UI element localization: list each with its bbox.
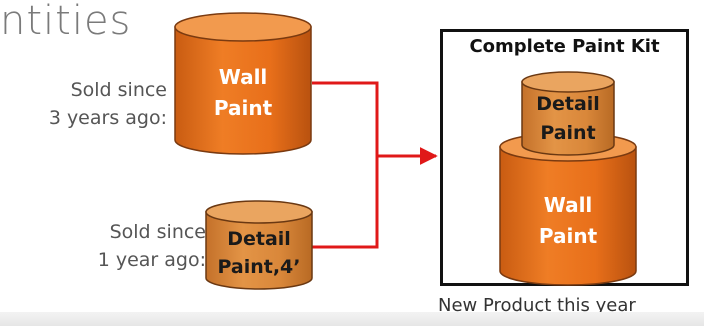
wall-paint-can-label-line1: Wall xyxy=(219,65,268,89)
kit-detail-paint-can: Detail Paint xyxy=(521,71,615,156)
detail-paint-sold-line1: Sold since xyxy=(109,221,206,243)
connector-wall-paint xyxy=(312,81,379,156)
kit-title: Complete Paint Kit xyxy=(469,36,660,57)
kit-wall-paint-label-line1: Wall xyxy=(544,193,593,217)
detail-paint-can: Detail Paint,4’ xyxy=(205,200,313,290)
kit-detail-paint-label-line1: Detail xyxy=(536,93,600,115)
new-product-caption: New Product this year xyxy=(438,295,636,316)
kit-wall-paint-label-line2: Paint xyxy=(539,224,598,248)
kit-detail-paint-label-line2: Paint xyxy=(540,122,595,144)
wall-paint-sold-line2: 3 years ago: xyxy=(48,107,167,129)
detail-paint-can-label-line1: Detail xyxy=(227,228,291,250)
wall-paint-can-label-line2: Paint xyxy=(214,96,273,120)
detail-paint-can-label-line2: Paint,4’ xyxy=(217,256,300,278)
detail-paint-sold-line2: 1 year ago: xyxy=(97,249,206,271)
bottom-strip xyxy=(0,312,704,326)
wall-paint-can: Wall Paint xyxy=(174,12,312,155)
slide-title-fragment: ntities xyxy=(0,0,132,44)
detail-paint-sold-label: Sold since 1 year ago: xyxy=(98,218,206,274)
kit-wall-paint-can: Wall Paint xyxy=(499,132,637,286)
wall-paint-sold-label: Sold since 3 years ago: xyxy=(49,76,167,132)
connector-detail-paint xyxy=(312,156,379,249)
connector-lines xyxy=(312,81,438,249)
wall-paint-sold-line1: Sold since xyxy=(70,79,167,101)
